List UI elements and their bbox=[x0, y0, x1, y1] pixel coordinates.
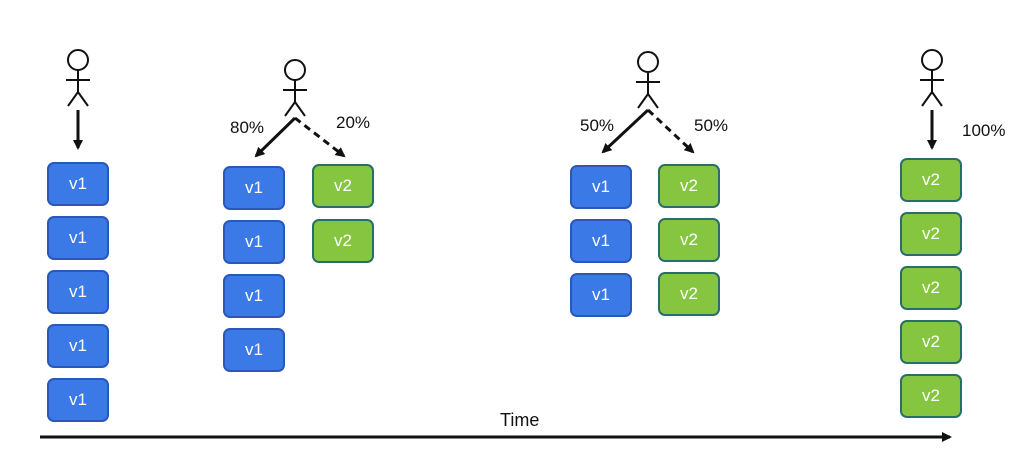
split-label-v1: 50% bbox=[580, 116, 615, 135]
traffic-arrow-v2 bbox=[646, 108, 695, 154]
split-label-v2: 50% bbox=[694, 116, 729, 135]
split-label-v2: 20% bbox=[336, 113, 371, 132]
v1-instance: v1 bbox=[570, 165, 632, 209]
v1-instance: v1 bbox=[47, 378, 109, 422]
v2-instance: v2 bbox=[312, 219, 374, 263]
v2-instance: v2 bbox=[312, 164, 374, 208]
v1-instance: v1 bbox=[570, 273, 632, 317]
user-icon bbox=[920, 49, 944, 107]
v1-instance: v1 bbox=[47, 216, 109, 260]
traffic-arrow-v1 bbox=[601, 108, 650, 154]
v1-instance: v1 bbox=[47, 324, 109, 368]
v1-instance: v1 bbox=[223, 328, 285, 372]
v2-instance: v2 bbox=[658, 272, 720, 316]
traffic-arrow-v2 bbox=[294, 116, 346, 158]
user-icon bbox=[283, 59, 307, 117]
v1-instance: v1 bbox=[223, 220, 285, 264]
v1-instance: v1 bbox=[223, 166, 285, 210]
v1-instance: v1 bbox=[223, 274, 285, 318]
user-icon bbox=[66, 49, 90, 107]
v2-instance: v2 bbox=[900, 266, 962, 310]
split-label-v1: 80% bbox=[230, 118, 265, 137]
traffic-arrow-v1 bbox=[254, 116, 297, 158]
user-icon bbox=[636, 51, 660, 109]
v2-instance: v2 bbox=[900, 320, 962, 364]
v2-instance: v2 bbox=[900, 374, 962, 418]
time-axis-label: Time bbox=[500, 410, 540, 430]
v1-instance: v1 bbox=[570, 219, 632, 263]
v2-instance: v2 bbox=[900, 158, 962, 202]
v1-instance: v1 bbox=[47, 270, 109, 314]
v2-instance: v2 bbox=[900, 212, 962, 256]
v2-instance: v2 bbox=[658, 218, 720, 262]
v2-instance: v2 bbox=[658, 164, 720, 208]
v1-instance: v1 bbox=[47, 162, 109, 206]
split-label-v2: 100% bbox=[962, 121, 1006, 140]
